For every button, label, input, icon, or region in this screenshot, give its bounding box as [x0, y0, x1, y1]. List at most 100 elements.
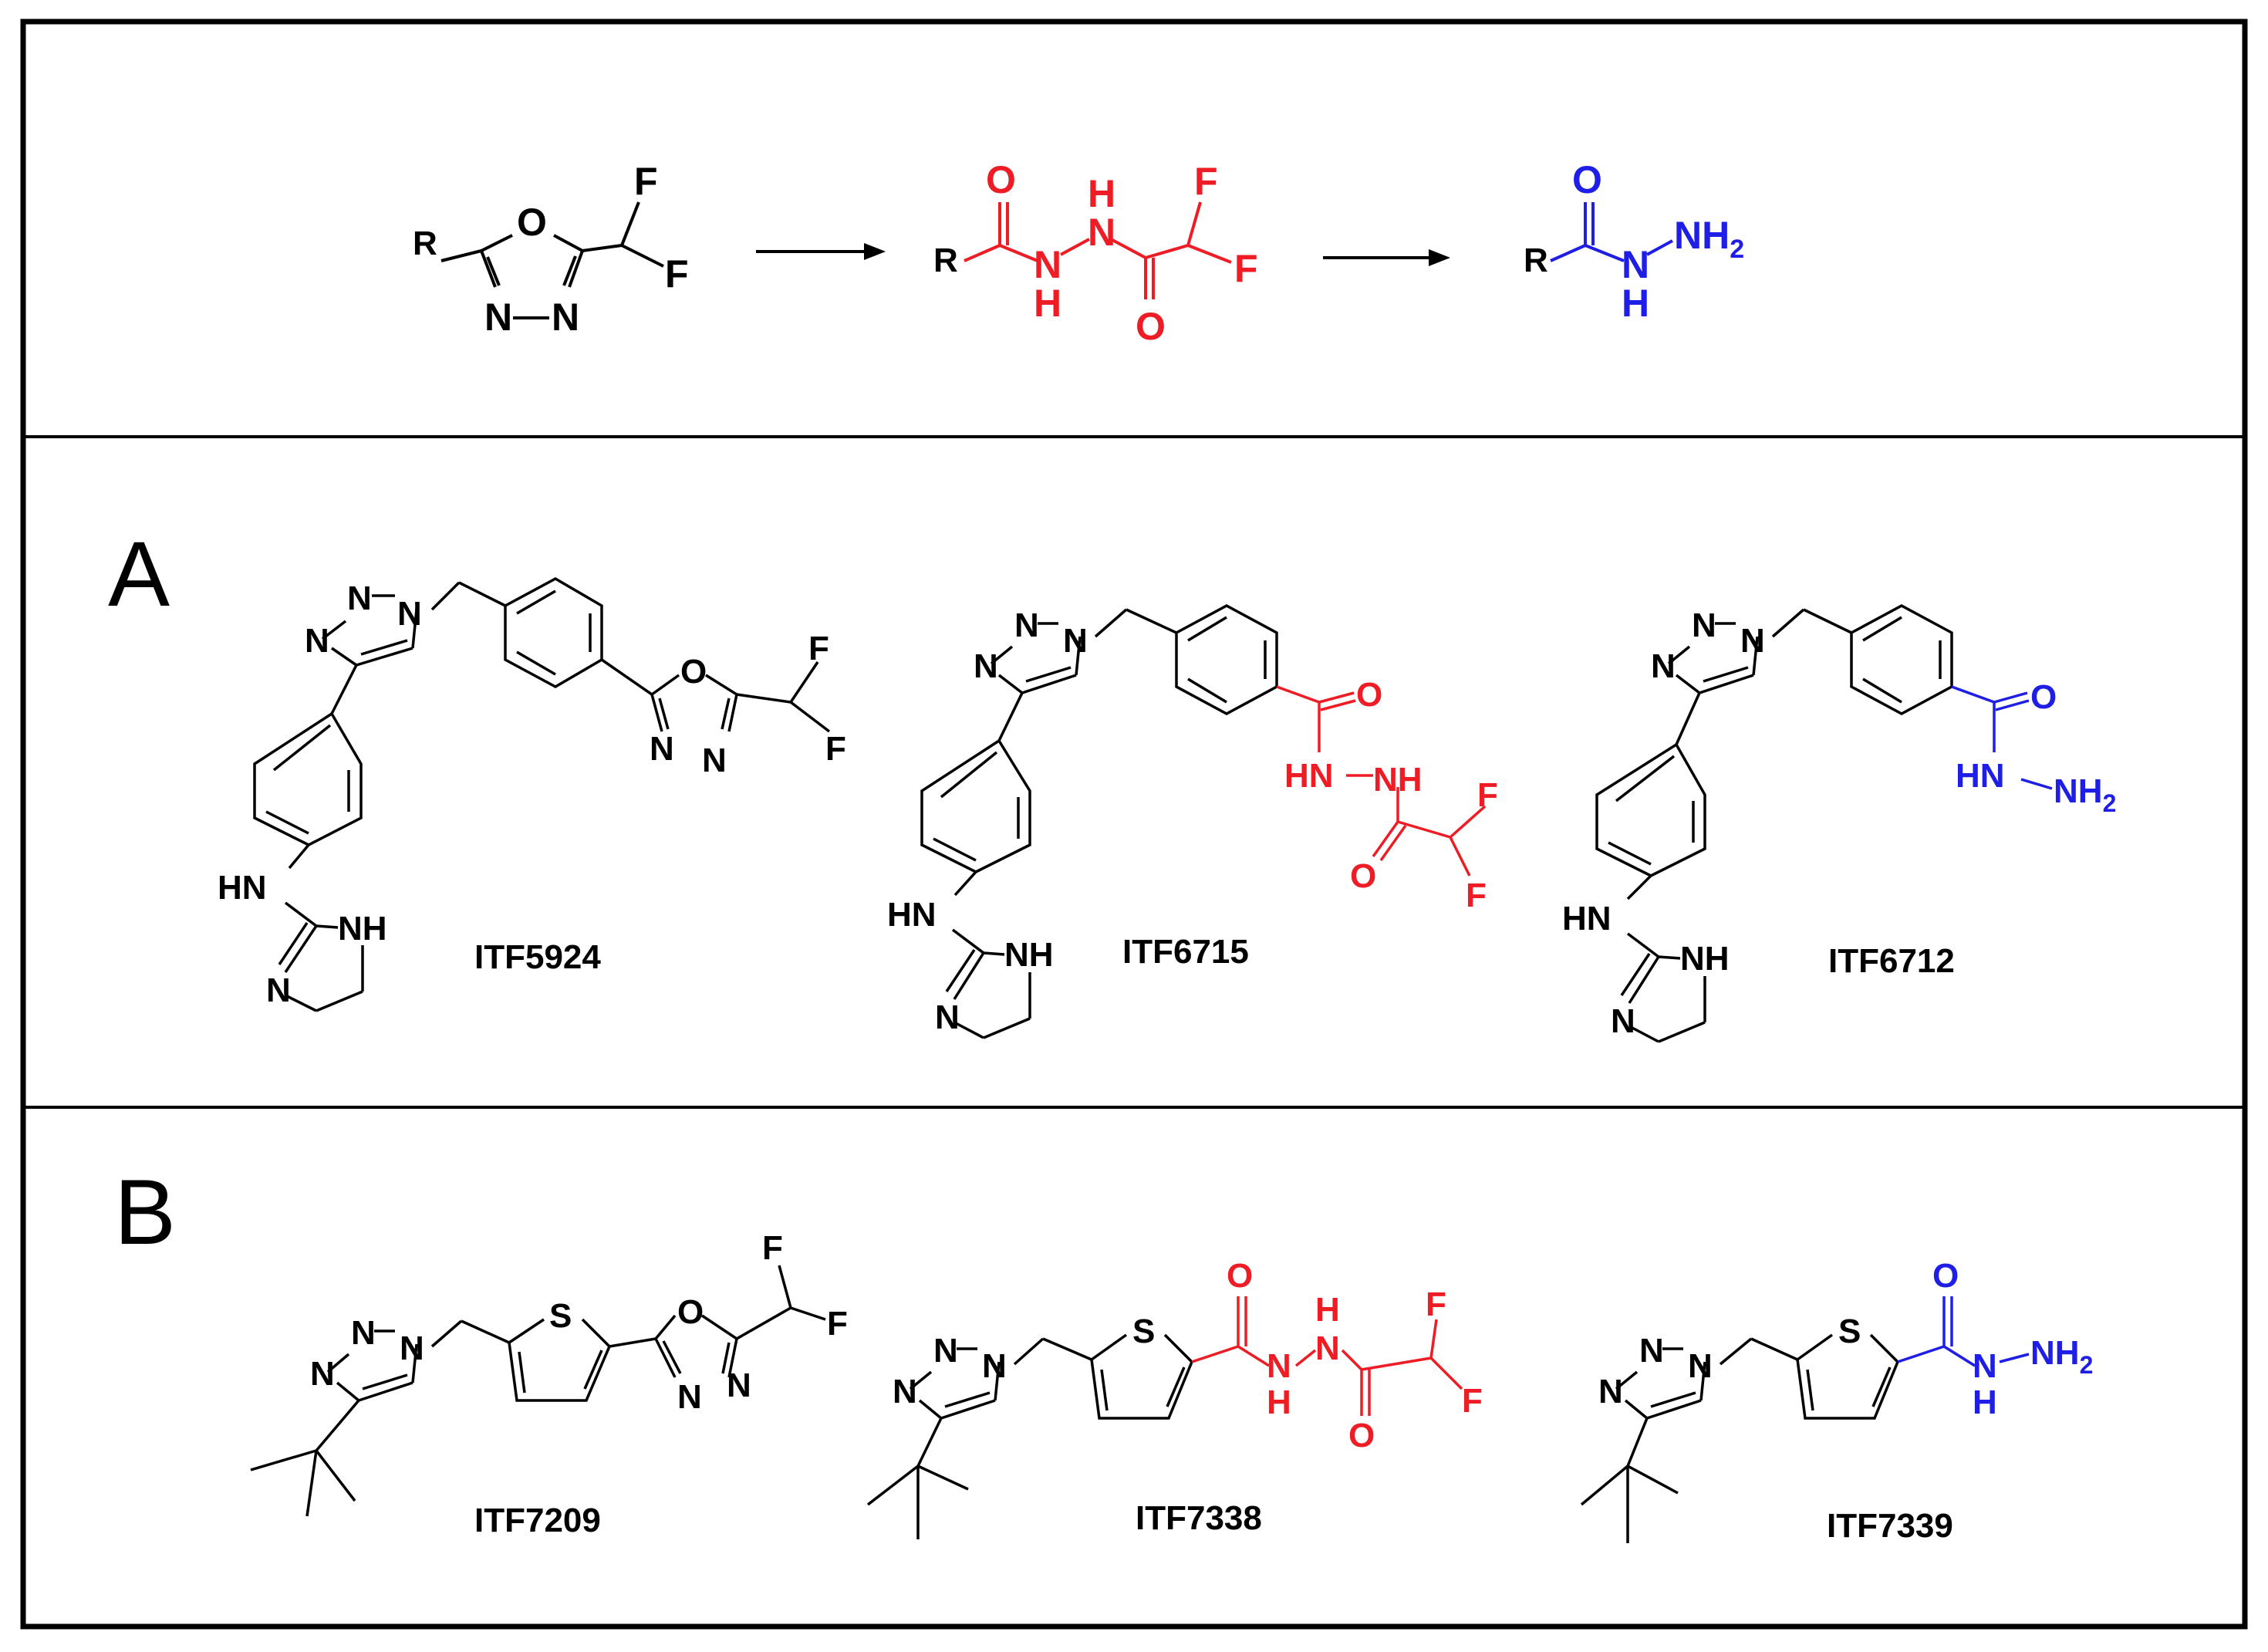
prod-h-label: H — [1622, 282, 1649, 325]
int-n1-label: N — [1034, 243, 1061, 286]
int-r-label: R — [933, 242, 958, 279]
itf5924-code: ITF5924 — [474, 938, 601, 976]
structure-itf6715: N N N O HN NH O F F HN NH N ITF6715 — [887, 604, 1498, 1039]
itf6715-n-b: N — [1014, 606, 1039, 644]
itf7338-n-a: N — [893, 1373, 917, 1410]
int-o1-label: O — [986, 158, 1016, 201]
itf6712-hn2: HN — [1562, 900, 1612, 937]
itf7339-nh2: NH2 — [2030, 1334, 2093, 1379]
itf7209-n-e: N — [727, 1367, 751, 1404]
itf7209-n-d: N — [677, 1378, 702, 1416]
structure-itf5924: N N N O N N F F HN NH N ITF5924 — [218, 576, 846, 1012]
general-scheme: R O N N F F R O N H H N O — [413, 158, 1744, 348]
structure-itf6712: N N N O HN NH2 HN NH N ITF6712 — [1562, 604, 2116, 1043]
itf7209-f1: F — [762, 1229, 783, 1267]
prod-o-label: O — [1572, 158, 1602, 201]
itf5924-n-b: N — [347, 579, 372, 617]
itf7339-n-c: N — [1688, 1347, 1713, 1385]
itf6715-code: ITF6715 — [1122, 933, 1249, 971]
itf5924-nh: NH — [338, 910, 387, 948]
itf7209-f2: F — [827, 1305, 848, 1343]
itf7338-f1: F — [1426, 1285, 1446, 1323]
prod-r-label: R — [1524, 242, 1548, 279]
itf6712-hn: HN — [1956, 757, 2005, 795]
itf5924-hn: HN — [218, 869, 267, 907]
itf5924-n-c: N — [397, 595, 422, 633]
itf7339-s: S — [1838, 1312, 1861, 1350]
scheme-r-label: R — [413, 225, 437, 262]
itf5924-o: O — [680, 653, 707, 691]
itf6715-n-a: N — [974, 647, 998, 685]
int-f2-label: F — [1234, 247, 1258, 290]
structure-itf7338: N N N S O N H H N O F F ITF7338 — [866, 1257, 1483, 1539]
itf5924-f2: F — [825, 730, 846, 768]
structure-itf7209: N N N S O N N F F ITF7209 — [250, 1229, 848, 1539]
itf7338-code: ITF7338 — [1136, 1499, 1262, 1537]
itf6715-hn: HN — [1284, 757, 1334, 795]
itf6715-o1: O — [1356, 676, 1382, 714]
structure-itf7339: N N N S O N H NH2 ITF7339 — [1580, 1257, 2093, 1545]
scheme-f1-label: F — [634, 160, 658, 203]
itf7339-code: ITF7339 — [1827, 1507, 1953, 1545]
itf5924-n-d: N — [650, 730, 674, 768]
itf6712-n-d: N — [1611, 1002, 1635, 1040]
itf6712-code: ITF6712 — [1828, 942, 1955, 980]
itf7339-h: H — [1973, 1383, 1997, 1421]
itf7209-o: O — [677, 1293, 704, 1331]
itf6715-n-c: N — [1063, 622, 1088, 660]
itf7338-o1: O — [1227, 1257, 1253, 1295]
itf7338-h2: H — [1315, 1291, 1340, 1329]
int-f1-label: F — [1194, 160, 1218, 203]
itf6712-o: O — [2030, 678, 2057, 716]
itf7338-n-c: N — [982, 1347, 1007, 1385]
itf6715-nh: NH — [1373, 761, 1423, 799]
itf6712-nh2: NH2 — [2054, 772, 2116, 817]
scheme-product — [1550, 202, 1673, 262]
int-o2-label: O — [1136, 305, 1166, 348]
itf6715-f1: F — [1477, 776, 1498, 814]
itf6715-f2: F — [1466, 877, 1487, 914]
scheme-n2-label: N — [552, 296, 579, 339]
itf6712-n-c: N — [1740, 622, 1765, 660]
itf7209-n-b: N — [351, 1314, 376, 1352]
itf7338-s: S — [1132, 1312, 1155, 1350]
figure-frame — [20, 19, 2248, 1630]
reaction-arrow-1 — [756, 243, 886, 260]
itf6715-n-d: N — [935, 998, 960, 1036]
itf7338-h1: H — [1267, 1383, 1291, 1421]
panel-b-label: B — [114, 1160, 176, 1264]
scheme-oxadiazole — [440, 201, 664, 319]
itf7338-o2: O — [1348, 1417, 1375, 1454]
scheme-f2-label: F — [665, 252, 689, 296]
int-h2-label: H — [1088, 172, 1115, 215]
itf7209-n-a: N — [310, 1355, 335, 1393]
scheme-o-label: O — [517, 201, 547, 244]
scheme-n1-label: N — [484, 296, 512, 339]
itf7338-n-b: N — [933, 1332, 958, 1370]
itf7209-s: S — [549, 1297, 572, 1335]
itf6712-n-a: N — [1651, 647, 1676, 685]
itf6715-nh2: NH — [1004, 936, 1054, 974]
reaction-arrow-2 — [1323, 249, 1450, 266]
prod-n-label: N — [1622, 243, 1649, 286]
int-h1-label: H — [1034, 282, 1061, 325]
itf6715-o2: O — [1350, 857, 1376, 895]
scheme-intermediate — [964, 201, 1232, 299]
itf7338-n2: N — [1315, 1329, 1340, 1367]
itf6715-hn2: HN — [887, 896, 937, 934]
panel-a-label: A — [108, 522, 170, 626]
itf5924-f1: F — [808, 630, 829, 667]
itf7338-f2: F — [1462, 1382, 1483, 1420]
itf7339-n-a: N — [1598, 1373, 1623, 1410]
itf7339-n: N — [1973, 1347, 1997, 1385]
prod-nh2-label: NH2 — [1674, 214, 1744, 264]
itf5924-n-e: N — [702, 742, 727, 779]
itf5924-n-a: N — [305, 622, 329, 660]
itf7209-n-c: N — [400, 1329, 424, 1367]
itf7209-code: ITF7209 — [474, 1502, 601, 1539]
int-n2-label: N — [1088, 211, 1115, 254]
itf7339-n-b: N — [1639, 1332, 1664, 1370]
itf6712-n-b: N — [1692, 606, 1716, 644]
itf7339-o: O — [1932, 1257, 1959, 1295]
